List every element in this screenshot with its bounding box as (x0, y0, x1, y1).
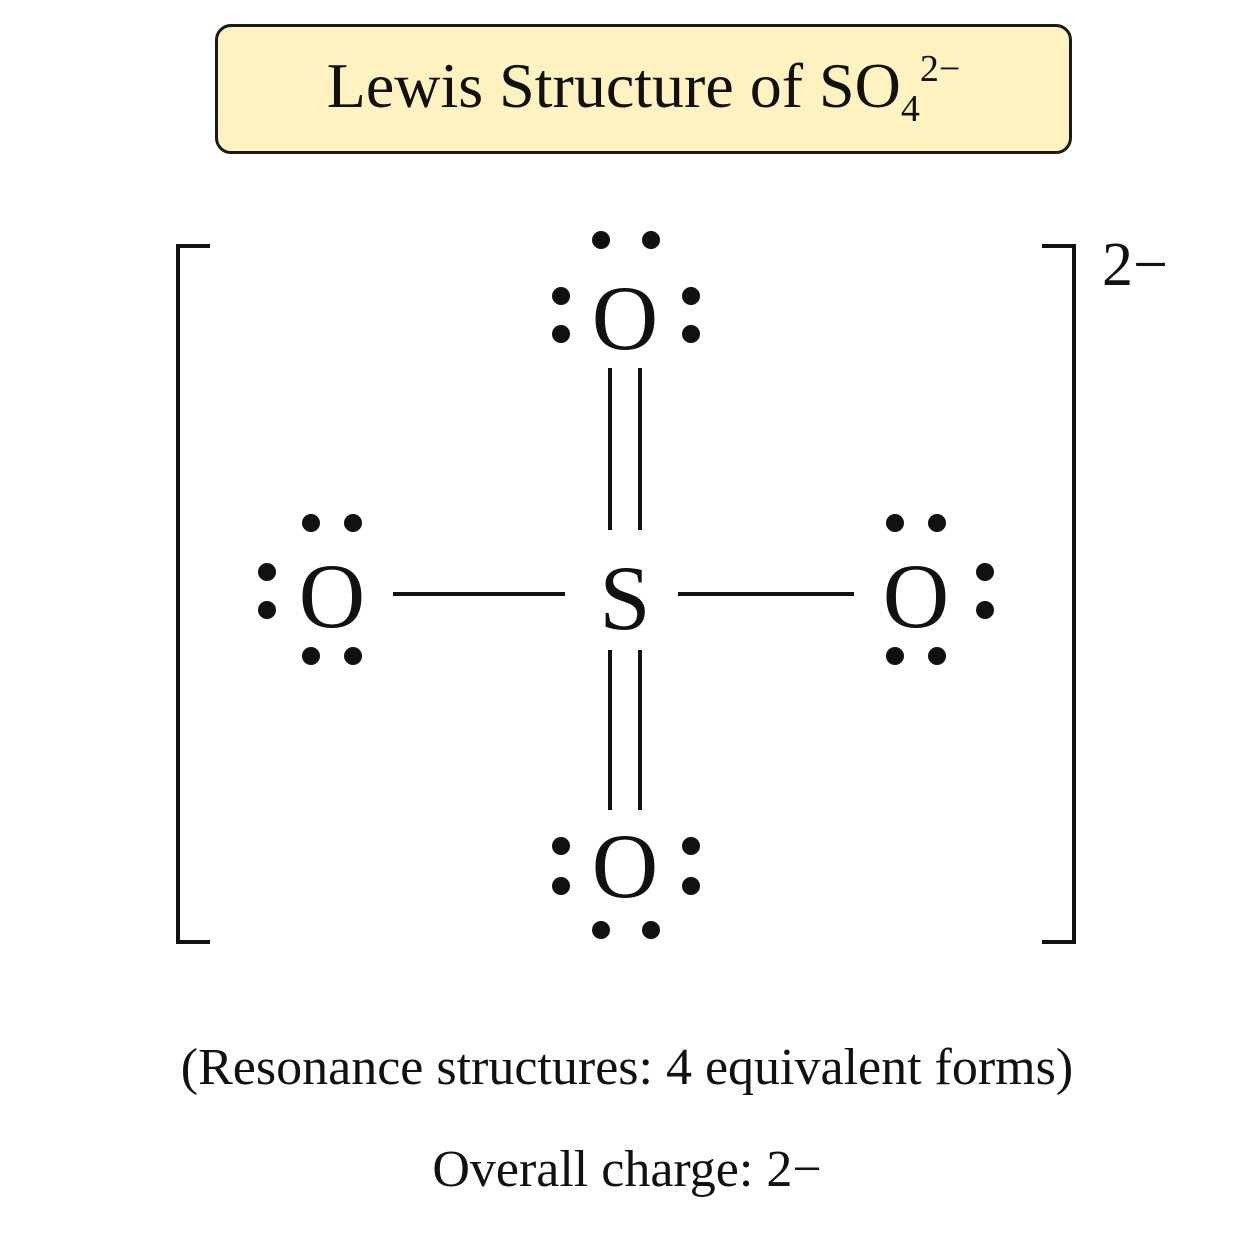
bond-top-line-2 (638, 368, 642, 530)
atom-sulfur-center: S (599, 547, 651, 649)
title-subscript: 4 (900, 88, 920, 130)
lone-pair-electron (682, 837, 700, 855)
lone-pair-electron (552, 325, 570, 343)
lone-pair-electron (642, 921, 660, 939)
lone-pair-electron (642, 231, 660, 249)
title-superscript: 2− (919, 48, 961, 90)
lone-pair-electron (302, 514, 320, 532)
lone-pair-electron (928, 647, 946, 665)
title-main: Lewis Structure of SO (326, 50, 901, 121)
lone-pair-electron (682, 325, 700, 343)
lone-pair-electron (682, 877, 700, 895)
lone-pair-electron (682, 287, 700, 305)
lone-pair-electron (928, 514, 946, 532)
resonance-caption: (Resonance structures: 4 equivalent form… (180, 1039, 1074, 1096)
atom-oxygen-right: O (882, 545, 950, 647)
bond-left-line (393, 592, 565, 596)
lone-pair-electron (344, 514, 362, 532)
title-box: Lewis Structure of SO42− (215, 24, 1072, 154)
lone-pair-electron (552, 877, 570, 895)
lone-pair-electron (886, 514, 904, 532)
left-bracket (176, 244, 210, 944)
diagram-title: Lewis Structure of SO42− (327, 50, 961, 128)
right-bracket (1042, 244, 1076, 944)
lone-pair-electron (302, 647, 320, 665)
bond-bottom-line-1 (608, 650, 612, 810)
overall-charge-caption: Overall charge: 2− (432, 1141, 822, 1198)
lone-pair-electron (976, 563, 994, 581)
bond-bottom-line-2 (638, 650, 642, 810)
ion-charge-label: 2− (1102, 231, 1168, 299)
atom-oxygen-left: O (298, 545, 366, 647)
lone-pair-electron (552, 837, 570, 855)
bond-right-line (678, 592, 854, 596)
atom-oxygen-bottom: O (591, 815, 659, 917)
atom-oxygen-top: O (591, 267, 659, 369)
lone-pair-electron (976, 601, 994, 619)
bond-top-line-1 (608, 368, 612, 530)
lone-pair-electron (344, 647, 362, 665)
lone-pair-electron (552, 287, 570, 305)
lone-pair-electron (592, 921, 610, 939)
lone-pair-electron (258, 601, 276, 619)
lone-pair-electron (592, 231, 610, 249)
lone-pair-electron (886, 647, 904, 665)
lone-pair-electron (258, 563, 276, 581)
